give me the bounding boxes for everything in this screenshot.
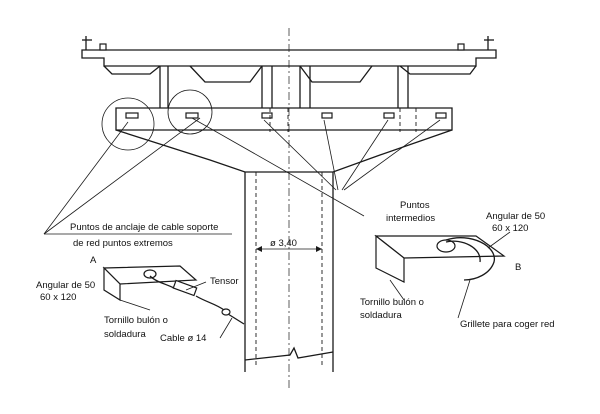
detail-b-marker: B [515, 262, 521, 273]
anchor-extremes-label-2: de red puntos extremos [73, 238, 173, 249]
angle-left-label-2: 60 x 120 [40, 292, 76, 303]
anchor-extremes-label-1: Puntos de anclaje de cable soporte [70, 222, 218, 233]
cable-label: Cable ø 14 [160, 333, 206, 344]
shackle-label: Grillete para coger red [460, 319, 555, 330]
detail-a-bracket [102, 265, 245, 339]
intermediate-points-label-1: Puntos [400, 200, 430, 211]
bolt-left-label-1: Tornillo bulón o [104, 315, 168, 326]
detail-a-marker: A [90, 255, 97, 266]
bolt-right-label-1: Tornillo bulón o [360, 297, 424, 308]
bolt-left-label-2: soldadura [104, 329, 146, 340]
detail-circle-center [167, 89, 213, 135]
angle-right-label-2: 60 x 120 [492, 223, 528, 234]
detail-b-bracket [374, 231, 511, 319]
cross-beam [115, 107, 453, 173]
leader-lines [43, 117, 441, 235]
angle-left-label-1: Angular de 50 [36, 280, 95, 291]
bolt-right-label-2: soldadura [360, 310, 402, 321]
pier-diameter-label: ø 3,40 [270, 238, 297, 249]
bridge-deck [81, 28, 497, 390]
detail-circle-left [101, 97, 155, 151]
intermediate-points-label-2: intermedios [386, 213, 435, 224]
pier [244, 172, 334, 372]
tensor-label: Tensor [210, 276, 239, 287]
angle-right-label-1: Angular de 50 [486, 211, 545, 222]
